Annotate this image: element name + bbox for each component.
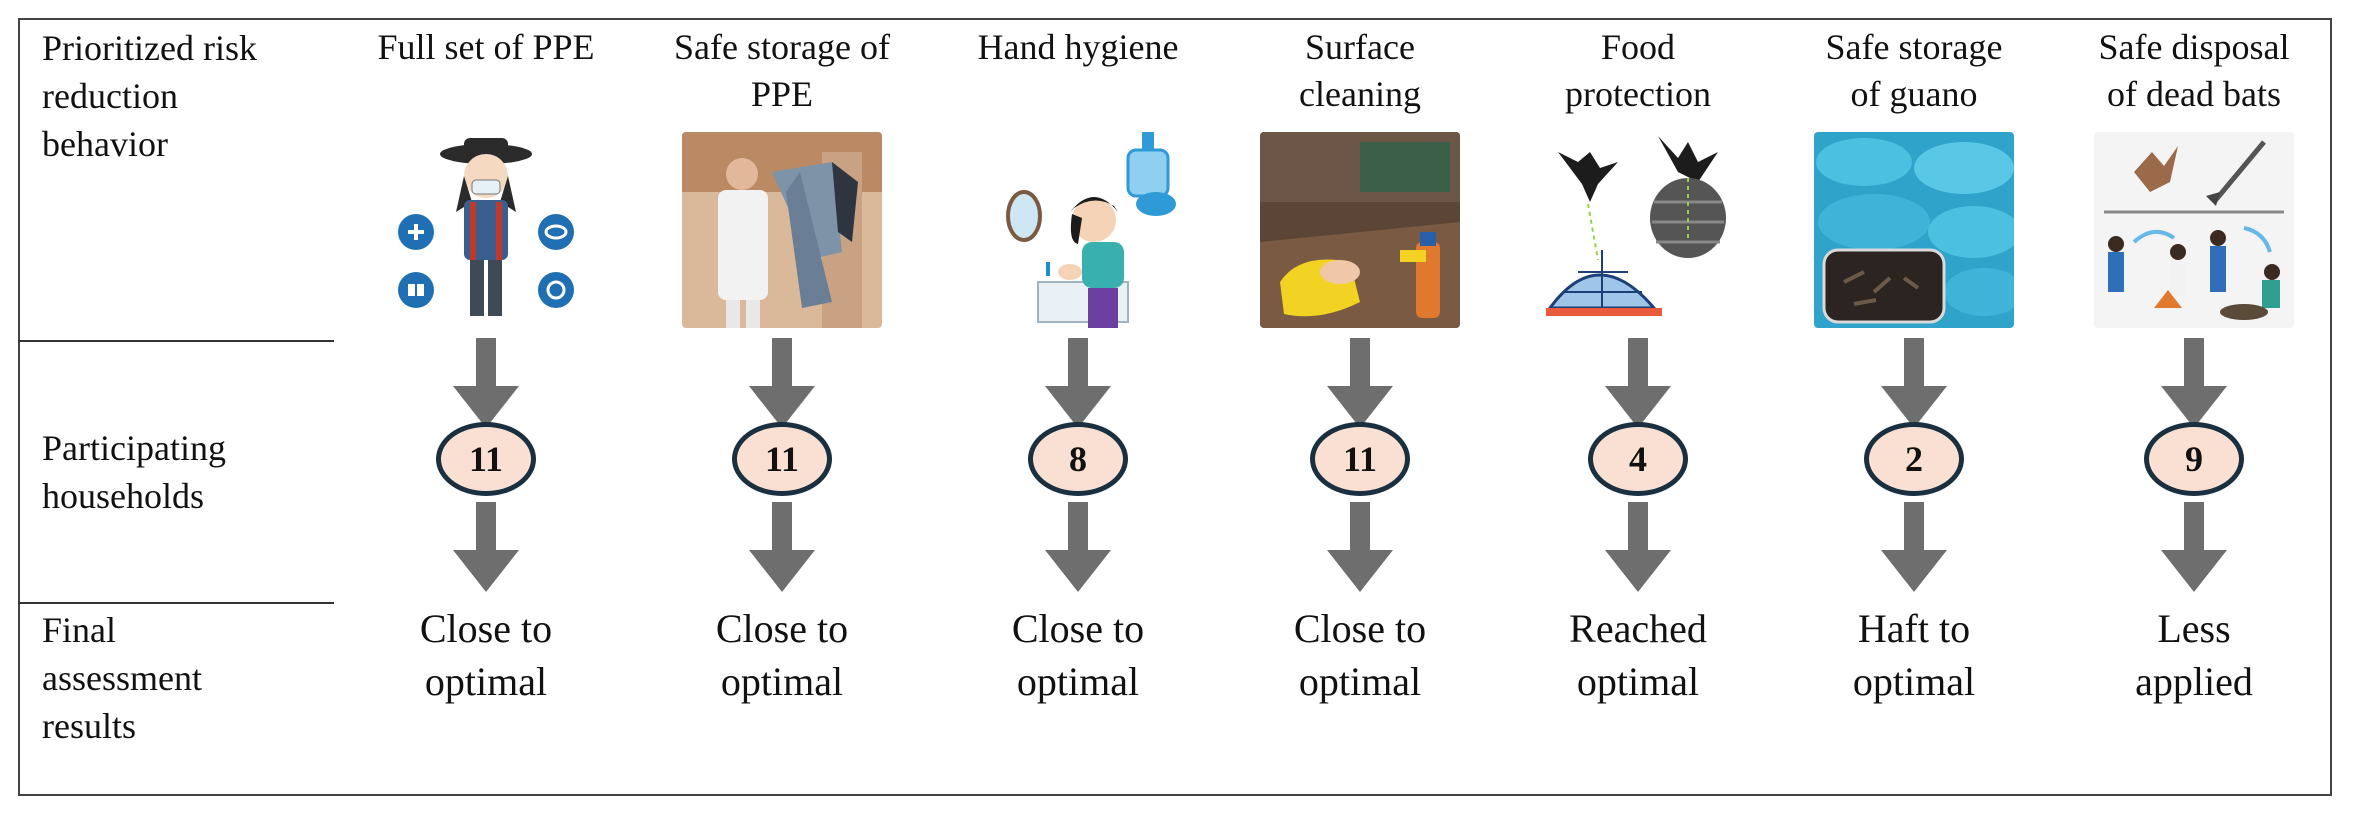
- down-arrow-icon: [1045, 338, 1111, 428]
- behavior-title: Surface cleaning: [1299, 27, 1421, 114]
- hanging-clothes-icon: [682, 132, 882, 328]
- behavior-column-hand-hygiene: Hand hygiene 8 Close to optimal: [928, 18, 1228, 796]
- down-arrow-icon: [2161, 338, 2227, 428]
- bat-disposal-icon: [2094, 132, 2294, 328]
- down-arrow-icon: [749, 502, 815, 592]
- households-count: 2: [1864, 422, 1964, 496]
- row-label-households: Participating households: [42, 428, 226, 516]
- behavior-title: Full set of PPE: [377, 27, 595, 67]
- assessment-result: Close to optimal: [1293, 606, 1427, 704]
- behavior-title: Food protection: [1565, 27, 1711, 114]
- households-count: 9: [2144, 422, 2244, 496]
- households-count: 8: [1028, 422, 1128, 496]
- assessment-result: Reached optimal: [1569, 606, 1707, 704]
- down-arrow-icon: [1327, 338, 1393, 428]
- assessment-result: Less applied: [2135, 606, 2253, 704]
- down-arrow-icon: [453, 502, 519, 592]
- down-arrow-icon: [1605, 502, 1671, 592]
- assessment-result: Close to optimal: [715, 606, 849, 704]
- behavior-column-food-protection: Food protection 4 Reached optimal: [1488, 18, 1788, 796]
- assessment-result: Haft to optimal: [1852, 606, 1976, 704]
- behavior-title: Safe storage of guano: [1825, 27, 2003, 114]
- down-arrow-icon: [1327, 502, 1393, 592]
- row-label-behavior: Prioritized risk reduction behavior: [42, 28, 257, 164]
- food-cover-icon: [1538, 132, 1738, 328]
- row-separator-2: [18, 602, 334, 604]
- down-arrow-icon: [2161, 502, 2227, 592]
- surface-cleaning-icon: [1260, 132, 1460, 328]
- hand-washing-icon: [978, 132, 1178, 328]
- down-arrow-icon: [749, 338, 815, 428]
- guano-sacks-icon: [1814, 132, 2014, 328]
- row-separator-1: [18, 340, 334, 342]
- behavior-column-bat-disposal: Safe disposal of dead bats 9 Less applie…: [2044, 18, 2344, 796]
- down-arrow-icon: [453, 338, 519, 428]
- behavior-title: Hand hygiene: [977, 27, 1179, 67]
- households-count: 11: [732, 422, 832, 496]
- households-count: 4: [1588, 422, 1688, 496]
- households-count: 11: [1310, 422, 1410, 496]
- behavior-column-ppe-storage: Safe storage of PPE 11 Close to optimal: [632, 18, 932, 796]
- down-arrow-icon: [1605, 338, 1671, 428]
- down-arrow-icon: [1881, 338, 1947, 428]
- behavior-column-surface-cleaning: Surface cleaning 11 Close to optimal: [1210, 18, 1510, 796]
- ppe-figure-icon: [386, 132, 586, 328]
- diagram-frame: [18, 18, 2332, 796]
- behavior-column-ppe: Full set of PPE 11 Close: [336, 18, 636, 796]
- row-label-results: Final assessment results: [42, 610, 202, 746]
- down-arrow-icon: [1045, 502, 1111, 592]
- assessment-result: Close to optimal: [419, 606, 553, 704]
- households-count: 11: [436, 422, 536, 496]
- behavior-column-guano-storage: Safe storage of guano 2 Haft to optimal: [1764, 18, 2064, 796]
- behavior-title: Safe disposal of dead bats: [2098, 27, 2290, 114]
- assessment-result: Close to optimal: [1011, 606, 1145, 704]
- down-arrow-icon: [1881, 502, 1947, 592]
- behavior-title: Safe storage of PPE: [674, 27, 890, 114]
